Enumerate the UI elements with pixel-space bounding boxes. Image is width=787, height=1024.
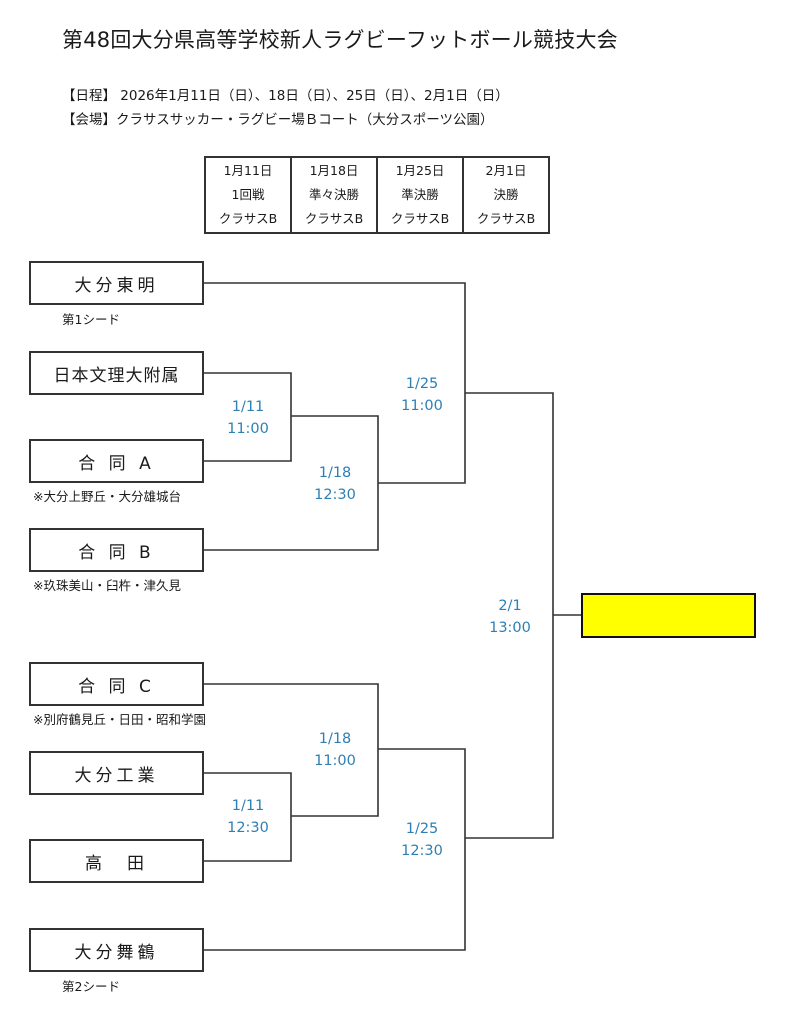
match-qf-bottom: 1/18 11:00 (300, 728, 370, 772)
team-oita-kogyo: 大分工業 (29, 751, 204, 795)
match-date: 1/11 (231, 798, 265, 814)
schedule-venue: クラサスB (476, 211, 536, 226)
match-date: 1/18 (318, 465, 352, 481)
schedule-cell-final: 2月1日 決勝 クラサスB (462, 156, 550, 234)
bracket-line-oita-kogyo (204, 772, 292, 816)
match-time: 11:00 (314, 753, 356, 769)
bracket-line-sf-top-winner (465, 392, 554, 615)
schedule-round: 準々決勝 (308, 187, 359, 202)
schedule-cell-quarterfinal: 1月18日 準々決勝 クラサスB (290, 156, 378, 234)
match-time: 12:30 (227, 820, 269, 836)
combined-team-note: ※別府鶴見丘・日田・昭和学園 (33, 712, 206, 727)
schedule-cell-semifinal: 1月25日 準決勝 クラサスB (376, 156, 464, 234)
match-date: 1/11 (231, 399, 265, 415)
schedule-date: 1月11日 (223, 163, 273, 178)
team-oita-maizuru: 大分舞鶴 (29, 928, 204, 972)
bracket-line-godo-b (204, 483, 379, 551)
bracket-line-r1-top-winner (291, 415, 379, 483)
match-time: 12:30 (401, 843, 443, 859)
bracket-line-oita-maizuru (204, 838, 466, 951)
match-qf-top: 1/18 12:30 (300, 462, 370, 506)
schedule-info: 【日程】 2026年1月11日（日）、18日（日）、25日（日）、2月1日（日） (62, 88, 509, 104)
champion-box (581, 593, 756, 638)
team-nihon-bunri: 日本文理大附属 (29, 351, 204, 395)
team-godo-b: 合 同 B (29, 528, 204, 572)
combined-team-note: ※大分上野丘・大分雄城台 (33, 489, 181, 504)
match-time: 12:30 (314, 487, 356, 503)
seed-note: 第2シード (62, 979, 120, 994)
schedule-date: 2月1日 (485, 163, 527, 178)
match-date: 1/18 (318, 731, 352, 747)
match-sf-bottom: 1/25 12:30 (387, 818, 457, 862)
schedule-table: 1月11日 1回戦 クラサスB 1月18日 準々決勝 クラサスB 1月25日 準… (204, 156, 550, 234)
match-date: 1/25 (405, 821, 439, 837)
team-godo-c: 合 同 C (29, 662, 204, 706)
match-r1-top: 1/11 11:00 (213, 396, 283, 440)
schedule-round: 1回戦 (231, 187, 265, 202)
schedule-date: 1月25日 (395, 163, 445, 178)
schedule-cell-round1: 1月11日 1回戦 クラサスB (204, 156, 292, 234)
bracket-line-r1-bottom-winner (291, 749, 379, 817)
team-oita-tomei: 大分東明 (29, 261, 204, 305)
team-takada: 高 田 (29, 839, 204, 883)
bracket-line-oita-tomei (204, 282, 466, 393)
match-final: 2/1 13:00 (475, 595, 545, 639)
schedule-venue: クラサスB (390, 211, 450, 226)
seed-note: 第1シード (62, 312, 120, 327)
schedule-round: 準決勝 (401, 187, 439, 202)
match-time: 13:00 (489, 620, 531, 636)
match-date: 1/25 (405, 376, 439, 392)
match-r1-bottom: 1/11 12:30 (213, 795, 283, 839)
bracket-line-sf-bottom-winner (465, 615, 554, 839)
bracket-line-qf-top-winner (378, 393, 466, 484)
venue-info: 【会場】クラサスサッカー・ラグビー場Ｂコート（大分スポーツ公園） (62, 112, 494, 128)
bracket-line-bunri (204, 372, 292, 416)
schedule-date: 1月18日 (309, 163, 359, 178)
schedule-round: 決勝 (493, 187, 519, 202)
match-sf-top: 1/25 11:00 (387, 373, 457, 417)
combined-team-note: ※玖珠美山・臼杵・津久見 (33, 578, 181, 593)
match-time: 11:00 (227, 421, 269, 437)
bracket-line-qf-bottom-winner (378, 748, 466, 838)
team-godo-a: 合 同 A (29, 439, 204, 483)
page-title: 第48回大分県高等学校新人ラグビーフットボール競技大会 (62, 28, 618, 52)
match-date: 2/1 (498, 598, 522, 614)
bracket-line-godo-a (204, 416, 292, 462)
bracket-line-takada (204, 816, 292, 862)
bracket-line-godo-c (204, 683, 379, 749)
match-time: 11:00 (401, 398, 443, 414)
schedule-venue: クラサスB (218, 211, 278, 226)
schedule-venue: クラサスB (304, 211, 364, 226)
